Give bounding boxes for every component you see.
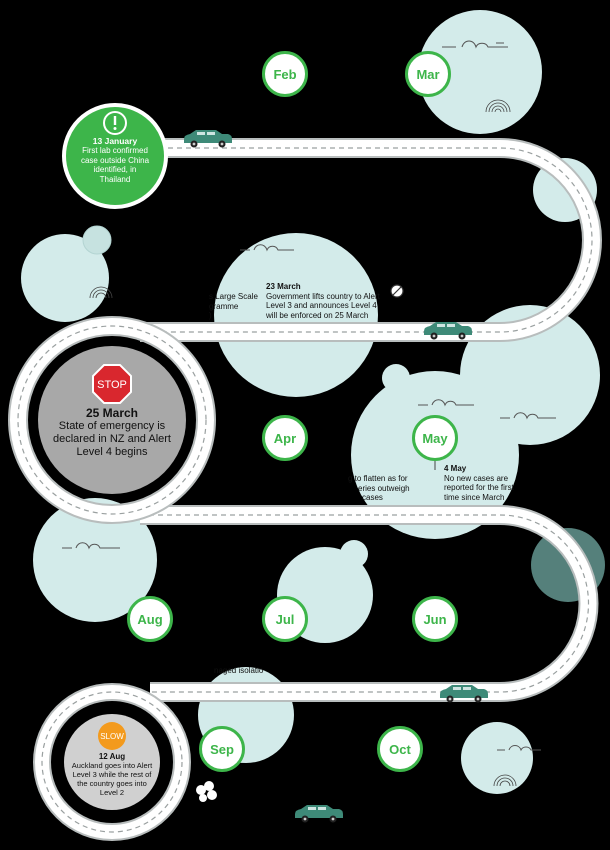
bubble: [214, 233, 378, 397]
month-mar: Mar: [405, 51, 451, 97]
bubble: [82, 225, 112, 255]
stop-sign-label: STOP: [97, 379, 127, 391]
event-may-partial: g to flatten as for eries outweigh cases: [348, 474, 428, 503]
cars: [184, 130, 488, 823]
smoke-icon: [196, 781, 217, 802]
month-apr: Apr: [262, 415, 308, 461]
cloud-line: [500, 412, 556, 420]
car-icon: [295, 805, 343, 823]
month-jun: Jun: [412, 596, 458, 642]
event-aug12: SLOW 12 Aug Auckland goes into Alert Lev…: [64, 714, 160, 810]
cloud-line: [62, 542, 120, 550]
month-may: May: [412, 415, 458, 461]
partial-line: gramme: [209, 301, 239, 311]
event-mar-partial: s Large Scale gramme ): [209, 292, 264, 321]
event-mar23-line: Level 3 and announces Level 4: [266, 301, 377, 310]
cloud-line: [418, 399, 474, 407]
event-jan13-date: 13 January: [92, 136, 138, 146]
event-may4: 4 May No new cases are reported for the …: [444, 464, 524, 502]
partial-line: s Large Scale: [209, 292, 258, 301]
cloud-line: [442, 40, 508, 49]
bubble: [461, 722, 533, 794]
event-aug12-text: Auckland goes into Alert Level 3 while t…: [71, 761, 153, 797]
event-jan13-text: First lab confirmed case outside China i…: [80, 146, 150, 184]
slow-sign-label: SLOW: [100, 731, 124, 741]
cloud-line: [497, 745, 541, 752]
car-icon: [184, 130, 232, 148]
stop-sign-icon: STOP: [92, 364, 132, 404]
month-aug: Aug: [127, 596, 173, 642]
cloud-line: [240, 244, 294, 252]
road: [140, 138, 602, 702]
bubble: [33, 498, 157, 622]
car-icon: [440, 685, 488, 703]
partial-line: ): [209, 311, 212, 320]
no-entry-icon: [390, 284, 404, 298]
partial-line: naged isolatio: [214, 666, 264, 675]
event-mar25-text: State of emergency is declared in NZ and…: [52, 420, 171, 458]
event-mar23-line: will be enforced on 25 March: [266, 310, 369, 320]
event-jul-partial: naged isolatio: [214, 666, 284, 676]
bubble: [21, 234, 109, 322]
fingerprint-icon: [89, 99, 517, 787]
event-mar25: STOP 25 March State of emergency is decl…: [38, 346, 186, 494]
event-may4-line: No new cases are: [444, 473, 509, 483]
event-mar23: 23 March Government lifts country to Ale…: [266, 282, 386, 320]
cloud-lines: [62, 40, 556, 752]
event-aug12-date: 12 Aug: [98, 752, 126, 761]
bubble: [340, 540, 368, 568]
month-sep: Sep: [199, 726, 245, 772]
month-jul: Jul: [262, 596, 308, 642]
month-oct: Oct: [377, 726, 423, 772]
month-feb: Feb: [262, 51, 308, 97]
event-mar25-date: 25 March: [85, 406, 139, 420]
event-may4-date: 4 May: [444, 464, 467, 473]
slow-sign-icon: SLOW: [98, 722, 126, 750]
event-mar23-date: 23 March: [266, 282, 301, 291]
partial-line: cases: [362, 493, 383, 502]
event-may4-line: reported for the first: [444, 483, 514, 492]
partial-line: g to flatten as for: [348, 474, 408, 483]
partial-line: eries outweigh: [358, 483, 410, 493]
event-mar23-line: Government lifts country to Alert: [266, 291, 380, 301]
roundabout-rings: [8, 316, 216, 841]
warning-icon: [103, 111, 127, 135]
car-icon: [424, 322, 472, 340]
event-may4-line: time since March: [444, 492, 505, 502]
event-jan13: 13 January First lab confirmed case outs…: [62, 103, 168, 209]
bubble: [418, 10, 542, 134]
